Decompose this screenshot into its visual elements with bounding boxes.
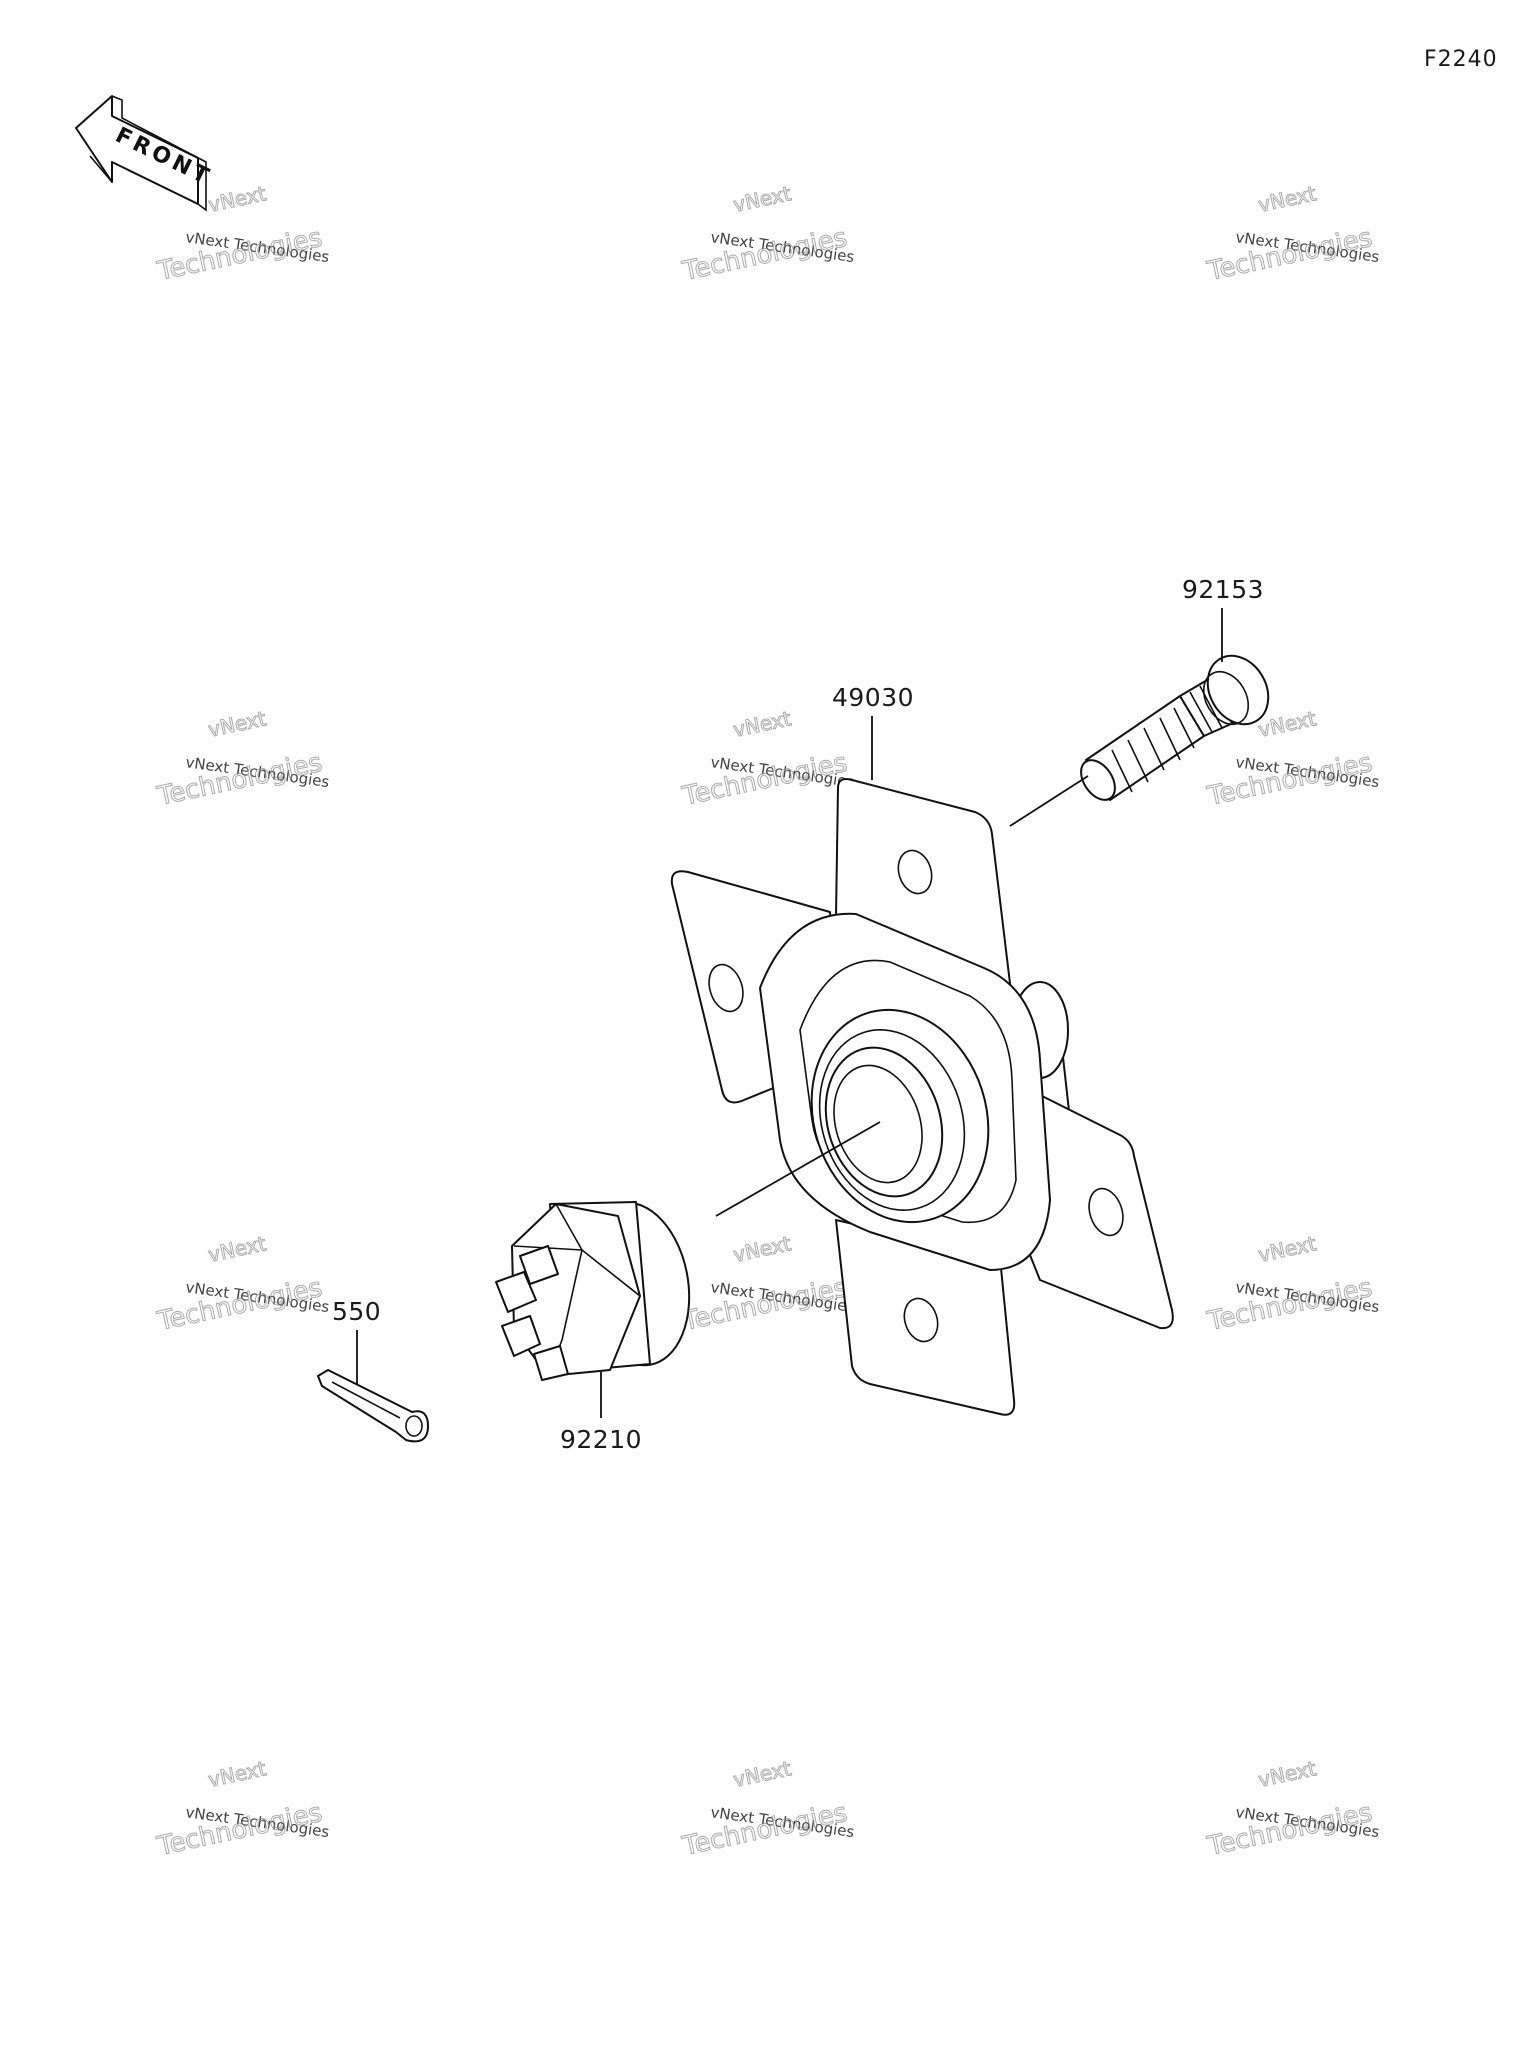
watermark: vNext vNext Technologies Technologies	[679, 1231, 856, 1338]
watermark-large: Technologies	[154, 748, 325, 812]
watermark-top: vNext	[206, 1756, 268, 1792]
watermark: vNext vNext Technologies Technologies	[154, 181, 331, 288]
wheel-stud-icon	[1080, 654, 1270, 801]
watermark-top: vNext	[731, 1231, 793, 1267]
watermark-large: Technologies	[679, 1273, 850, 1337]
wheel-hub-icon	[670, 778, 1174, 1416]
watermark: vNext vNext Technologies Technologies	[679, 181, 856, 288]
watermark-large: Technologies	[154, 1798, 325, 1862]
watermark: vNext vNext Technologies Technologies	[679, 706, 856, 813]
cotter-pin-icon	[317, 1369, 429, 1443]
watermark-large: Technologies	[154, 1273, 325, 1337]
watermark: vNext vNext Technologies Technologies	[154, 1756, 331, 1863]
watermark-top: vNext	[1256, 181, 1318, 217]
part-ref-label: 550	[332, 1297, 381, 1326]
watermark-top: vNext	[206, 1231, 268, 1267]
watermark-top: vNext	[206, 181, 268, 217]
watermark-top: vNext	[731, 181, 793, 217]
watermark-top: vNext	[1256, 1231, 1318, 1267]
watermark: vNext vNext Technologies Technologies	[1204, 181, 1381, 288]
watermark-top: vNext	[731, 1756, 793, 1792]
watermark-large: Technologies	[679, 223, 850, 287]
watermark-top: vNext	[206, 706, 268, 742]
watermark: vNext vNext Technologies Technologies	[154, 706, 331, 813]
leader-line-92153-shaft	[1009, 775, 1089, 827]
watermark-top: vNext	[731, 706, 793, 742]
watermark: vNext vNext Technologies Technologies	[1204, 1231, 1381, 1338]
watermark-large: Technologies	[679, 1798, 850, 1862]
front-arrow-icon: FRONT	[75, 95, 216, 212]
watermark-large: Technologies	[1204, 223, 1375, 287]
watermark-large: Technologies	[1204, 1798, 1375, 1862]
part-ref-label: 92210	[560, 1425, 642, 1454]
watermark-large: Technologies	[154, 223, 325, 287]
watermark-large: Technologies	[679, 748, 850, 812]
watermark-large: Technologies	[1204, 1273, 1375, 1337]
watermark: vNext vNext Technologies Technologies	[1204, 1756, 1381, 1863]
part-ref-label: 49030	[832, 683, 914, 712]
watermark-large: Technologies	[1204, 748, 1375, 812]
castle-nut-icon	[495, 1201, 691, 1381]
watermark: vNext vNext Technologies Technologies	[154, 1231, 331, 1338]
figure-code: F2240	[1424, 47, 1498, 72]
part-ref-label: 92153	[1182, 575, 1264, 604]
watermark: vNext vNext Technologies Technologies	[679, 1756, 856, 1863]
watermark-top: vNext	[1256, 1756, 1318, 1792]
leader-line-hub-axis	[715, 1121, 881, 1217]
